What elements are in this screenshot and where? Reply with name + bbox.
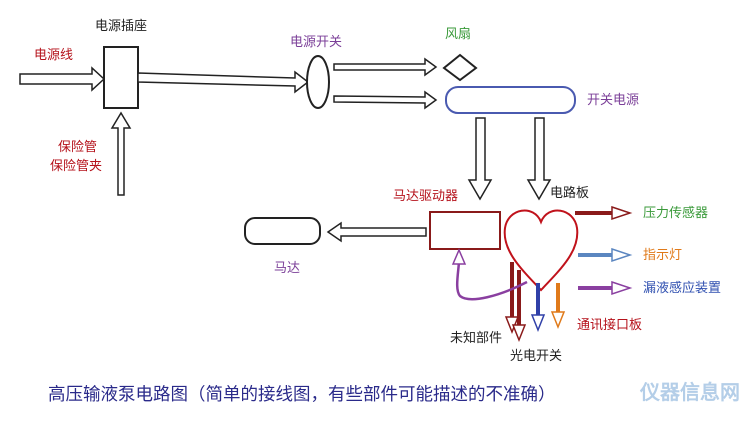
indicator-arrow-head xyxy=(611,247,633,263)
label-power-cord: 电源线 xyxy=(34,48,74,63)
board-to-driver-curve xyxy=(455,261,528,301)
power-socket-box xyxy=(103,46,139,109)
fan-diamond xyxy=(442,53,478,82)
label-fuse-holder: 保险管夹 xyxy=(50,159,103,174)
fuse-arrow xyxy=(110,111,132,196)
leak-sensor-arrow-head xyxy=(611,280,633,296)
switching-psu-box xyxy=(445,86,576,114)
switch-to-psu-arrow xyxy=(333,90,438,110)
label-indicator-light: 指示灯 xyxy=(643,248,683,263)
label-switching-psu: 开关电源 xyxy=(587,93,640,108)
psu-to-driver-arrow xyxy=(467,117,493,201)
watermark-logo: 仪器信息网 xyxy=(640,380,740,404)
motor-box xyxy=(244,217,321,245)
label-leak-sensor: 漏液感应装置 xyxy=(643,281,722,296)
blue-down-arrow-head xyxy=(530,314,546,333)
board-to-driver-curve-head xyxy=(451,248,467,265)
circuit-board-heart xyxy=(503,209,579,292)
psu-to-board-arrow xyxy=(526,117,552,201)
driver-to-motor-arrow xyxy=(326,221,427,243)
socket-to-switch-arrow xyxy=(137,70,310,94)
power-cord-arrow xyxy=(19,66,106,92)
label-power-socket: 电源插座 xyxy=(95,19,148,34)
label-power-switch: 电源开关 xyxy=(290,35,343,50)
label-motor: 马达 xyxy=(274,261,301,276)
motor-driver-box xyxy=(429,211,501,250)
diagram-caption: 高压输液泵电路图（简单的接线图，有些部件可能描述的不准确） xyxy=(48,385,556,405)
label-fan: 风扇 xyxy=(445,27,472,42)
switch-to-fan-arrow xyxy=(333,57,438,77)
photo-switch-arrow-head xyxy=(511,324,527,343)
pressure-sensor-arrow-head xyxy=(611,205,633,221)
label-motor-driver: 马达驱动器 xyxy=(393,189,459,204)
label-unknown-part: 未知部件 xyxy=(450,331,503,346)
comm-board-arrow-head xyxy=(550,311,566,330)
label-circuit-board: 电路板 xyxy=(550,186,590,201)
label-photo-switch: 光电开关 xyxy=(510,349,563,364)
label-comm-board: 通讯接口板 xyxy=(577,318,643,333)
power-switch-ellipse xyxy=(306,55,330,109)
label-fuse: 保险管 xyxy=(58,140,98,155)
label-pressure-sensor: 压力传感器 xyxy=(643,206,709,221)
